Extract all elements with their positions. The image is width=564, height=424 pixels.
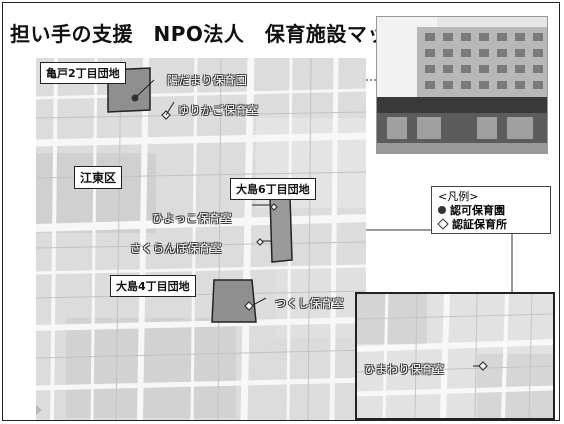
estate-label-ojima-4: 大島4丁目団地 (110, 275, 196, 297)
ward-label: 江東区 (74, 166, 123, 189)
ninsho-marker-tsukushi (244, 301, 254, 311)
slide-frame (2, 2, 560, 421)
legend-row-ninka: 認可保育園 (438, 203, 544, 217)
legend-label-ninka: 認可保育園 (450, 204, 505, 217)
legend-label-ninsho: 認証保育所 (452, 218, 507, 231)
facility-label-hiyokko: ひよっこ保育室 (152, 212, 233, 225)
inset-map (355, 292, 555, 420)
slide-bullet-icon (36, 405, 42, 415)
legend-row-ninsho: 認証保育所 (437, 217, 544, 231)
map-legend: <凡例> 認可保育園 認証保育所 (431, 186, 551, 234)
facility-label-yurikago: ゆりかご保育室 (178, 104, 259, 117)
filled-circle-icon (438, 206, 446, 214)
page-title: 担い手の支援 NPO法人 保育施設マップ (10, 22, 409, 46)
facility-label-hidamari: 陽だまり保育園 (167, 74, 248, 87)
facility-label-tsukushi: つくし保育室 (275, 297, 344, 310)
facility-label-sakuranbo: さくらんぼ保育室 (130, 242, 222, 255)
estate-label-kameido: 亀戸2丁目団地 (40, 62, 126, 84)
estate-label-ojima-6: 大島6丁目団地 (230, 178, 316, 200)
estate-ojima-4 (211, 279, 257, 323)
facility-label-himawari: ひまわり保育室 (364, 363, 445, 376)
legend-title: <凡例> (438, 190, 479, 203)
building-photo (376, 16, 548, 154)
ninsho-marker-himawari (478, 361, 488, 371)
ninsho-marker-hiyokko (270, 203, 278, 211)
